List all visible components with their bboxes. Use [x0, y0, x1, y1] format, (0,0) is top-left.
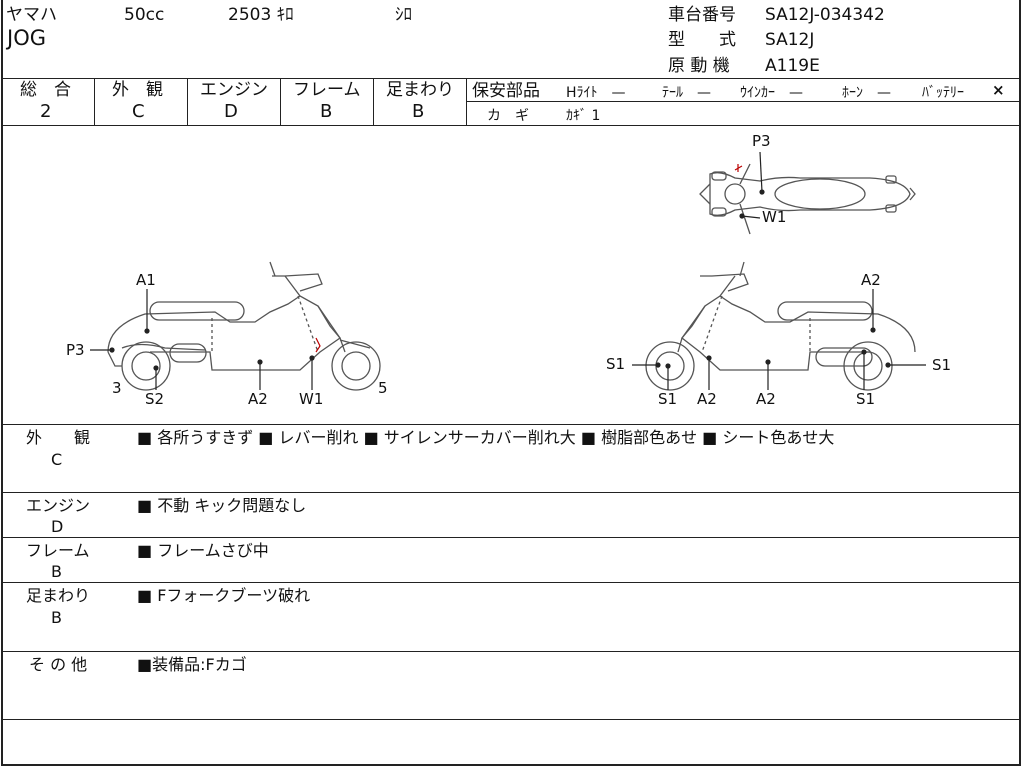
label-left-a1: A1 — [136, 271, 156, 289]
exterior-grade: C — [132, 101, 145, 122]
note-engine-grade: D — [51, 517, 64, 536]
divider — [466, 78, 467, 125]
engine-label: エンジン — [200, 80, 268, 100]
divider — [1, 492, 1021, 493]
frame-no-label: 車台番号 — [668, 5, 736, 25]
overall-grade: 2 — [40, 101, 52, 122]
right-side-scooter — [645, 261, 916, 391]
label-top-w1: W1 — [762, 208, 787, 226]
suspension-label: 足まわり — [386, 80, 454, 100]
engine-model-label: 原 動 機 — [668, 56, 730, 76]
damage-diagram — [90, 151, 926, 391]
key-label: カ ギ — [487, 108, 529, 124]
note-suspension-text: ■ Fフォークブーツ破れ — [137, 586, 311, 605]
label-right-s1-left: S1 — [606, 355, 626, 373]
safety-label: 保安部品 — [472, 81, 540, 101]
divider — [1, 424, 1021, 425]
divider — [467, 101, 1021, 102]
maker: ヤマハ — [6, 5, 57, 25]
divider — [94, 78, 95, 125]
label-left-5: 5 — [378, 379, 388, 397]
label-left-p3: P3 — [66, 341, 85, 359]
note-engine-label: エンジン — [26, 496, 91, 515]
headlight-status: Hﾗｲﾄ — — [566, 85, 626, 101]
label-right-s1-right: S1 — [932, 356, 952, 374]
horn-status: ﾎｰﾝ — — [842, 85, 891, 101]
note-other-text: ■装備品:Fカゴ — [137, 655, 247, 674]
divider — [1, 651, 1021, 652]
note-frame-grade: B — [51, 562, 62, 581]
label-right-a2-b1: A2 — [697, 390, 717, 408]
label-right-s1-b1: S1 — [658, 390, 678, 408]
taillight-status: ﾃｰﾙ — — [662, 85, 711, 101]
divider — [1, 78, 1021, 79]
label-top-p3: P3 — [752, 132, 771, 150]
battery-label: ﾊﾞｯﾃﾘｰ — [922, 85, 964, 101]
type-value: SA12J — [765, 30, 815, 50]
label-left-3: 3 — [112, 379, 122, 397]
frame-grade: B — [320, 101, 333, 122]
model-name: JOG — [7, 26, 46, 50]
divider — [1, 125, 1021, 126]
suspension-grade: B — [412, 101, 425, 122]
note-exterior-text: ■ 各所うすきず ■ レバー削れ ■ サイレンサーカバー削れ大 ■ 樹脂部色あせ… — [137, 428, 835, 447]
exterior-label: 外 観 — [112, 80, 163, 100]
engine-grade: D — [224, 101, 238, 122]
divider — [1, 537, 1021, 538]
divider — [280, 78, 281, 125]
label-right-a2-b2: A2 — [756, 390, 776, 408]
type-label: 型 式 — [668, 30, 736, 50]
note-exterior-label: 外 観 — [26, 428, 91, 447]
divider — [1, 582, 1021, 583]
divider — [187, 78, 188, 125]
note-other-label: そ の 他 — [29, 655, 88, 674]
label-left-s2: S2 — [145, 390, 165, 408]
note-suspension-label: 足まわり — [26, 586, 91, 605]
note-suspension-grade: B — [51, 608, 62, 627]
mileage: 2503 ｷﾛ — [228, 5, 294, 25]
label-left-w1: W1 — [299, 390, 324, 408]
label-right-s1-b2: S1 — [856, 390, 876, 408]
engine-model: A119E — [765, 56, 820, 76]
left-side-scooter — [107, 261, 381, 391]
key-value: ｶｷﾞ 1 — [566, 108, 601, 124]
note-engine-text: ■ 不動 キック問題なし — [137, 496, 307, 515]
frame-no: SA12J-034342 — [765, 5, 885, 25]
damage-marks — [315, 164, 743, 353]
divider — [1, 719, 1021, 720]
winker-status: ｳｲﾝｶｰ — — [740, 85, 803, 101]
pointer-lines — [90, 151, 926, 390]
note-exterior-grade: C — [51, 450, 63, 469]
color: ｼﾛ — [395, 5, 412, 25]
divider — [373, 78, 374, 125]
label-left-a2: A2 — [248, 390, 268, 408]
label-right-a2-top: A2 — [861, 271, 881, 289]
frame-label: フレーム — [293, 80, 361, 100]
top-view-scooter — [699, 163, 916, 235]
note-frame-label: フレーム — [26, 541, 90, 560]
overall-label: 総 合 — [20, 80, 71, 100]
note-frame-text: ■ フレームさび中 — [137, 541, 269, 560]
displacement: 50cc — [124, 5, 165, 25]
battery-missing-mark: × — [992, 81, 1005, 99]
